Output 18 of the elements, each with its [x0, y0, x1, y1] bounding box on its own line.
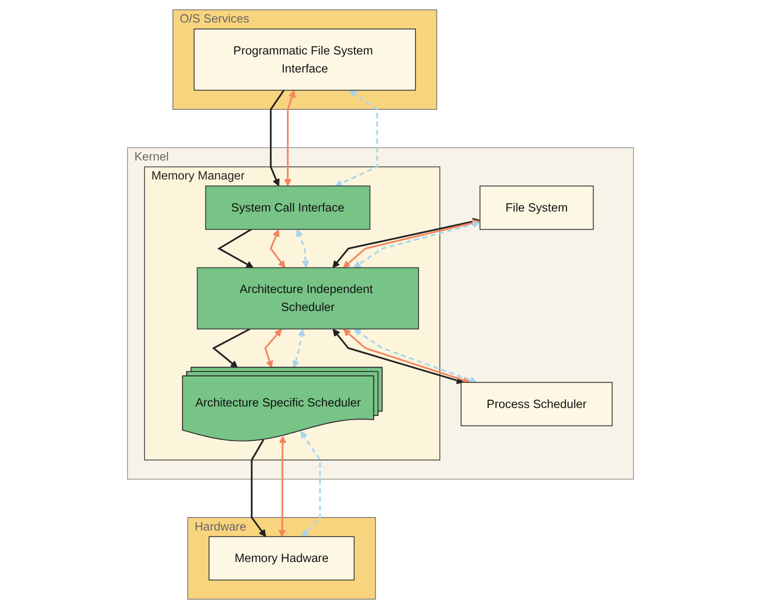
arrow [296, 229, 310, 268]
arrow [270, 229, 286, 268]
arrow [292, 328, 306, 368]
node-box: Architecture Independent Scheduler [196, 267, 419, 330]
arrow [264, 328, 282, 368]
arrow [300, 430, 321, 537]
arrow [250, 439, 266, 537]
arrow [270, 90, 285, 186]
node-box: Programmatic File System Interface [194, 28, 416, 91]
node-box: Memory Hadware [208, 536, 355, 580]
node-box: File System [480, 186, 594, 230]
arrow [212, 328, 250, 368]
arrow [278, 436, 286, 537]
arrow [284, 90, 296, 186]
node-box: System Call Interface [205, 186, 370, 230]
arrow [334, 90, 378, 187]
arrow [217, 228, 254, 268]
node-box: Process Scheduler [460, 382, 613, 426]
